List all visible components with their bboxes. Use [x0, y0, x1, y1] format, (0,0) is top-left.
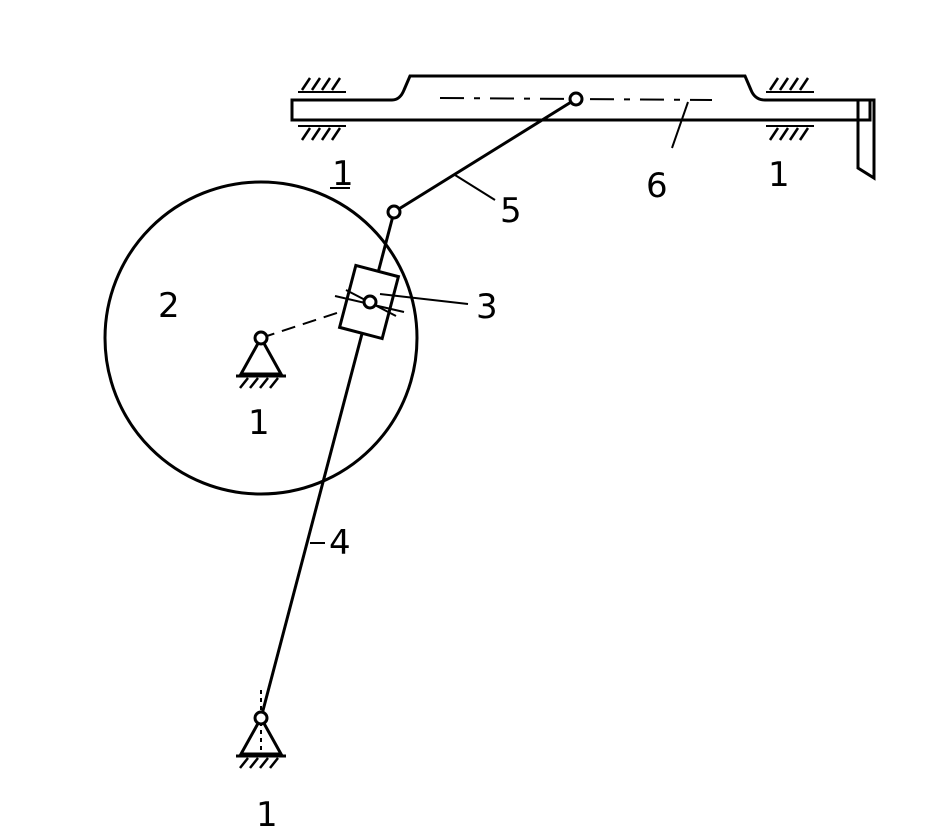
label-ram-slider: 6 [646, 166, 668, 206]
label-slider-block: 3 [476, 287, 498, 327]
label-frame-bottom: 1 [256, 795, 278, 835]
pin-crank-center [253, 330, 269, 346]
label-crank-disc: 2 [158, 286, 180, 326]
label-connecting-rod: 5 [500, 191, 522, 231]
connecting-rod [393, 97, 577, 214]
guide-top-left [298, 77, 346, 93]
leader-5 [454, 174, 496, 201]
guide-top-right [766, 77, 814, 93]
label-rocker-bar: 4 [329, 523, 351, 563]
guide-bottom-right [766, 125, 814, 141]
leader-6 [671, 101, 689, 149]
label-frame-top-right: 1 [768, 155, 790, 195]
crank-ground-pivot [236, 334, 286, 389]
guide-bottom-left [298, 125, 346, 141]
crank-disc [103, 180, 419, 496]
pin-ram [568, 91, 584, 107]
label-frame-top-left: 1 [332, 154, 354, 194]
label-frame-crank: 1 [248, 403, 270, 443]
pin-rocker-base [253, 710, 269, 726]
leader-3 [379, 293, 469, 305]
pin-rocker-top [386, 204, 402, 220]
pin-slider [362, 294, 378, 310]
rocker-ground-pivot [236, 690, 286, 769]
